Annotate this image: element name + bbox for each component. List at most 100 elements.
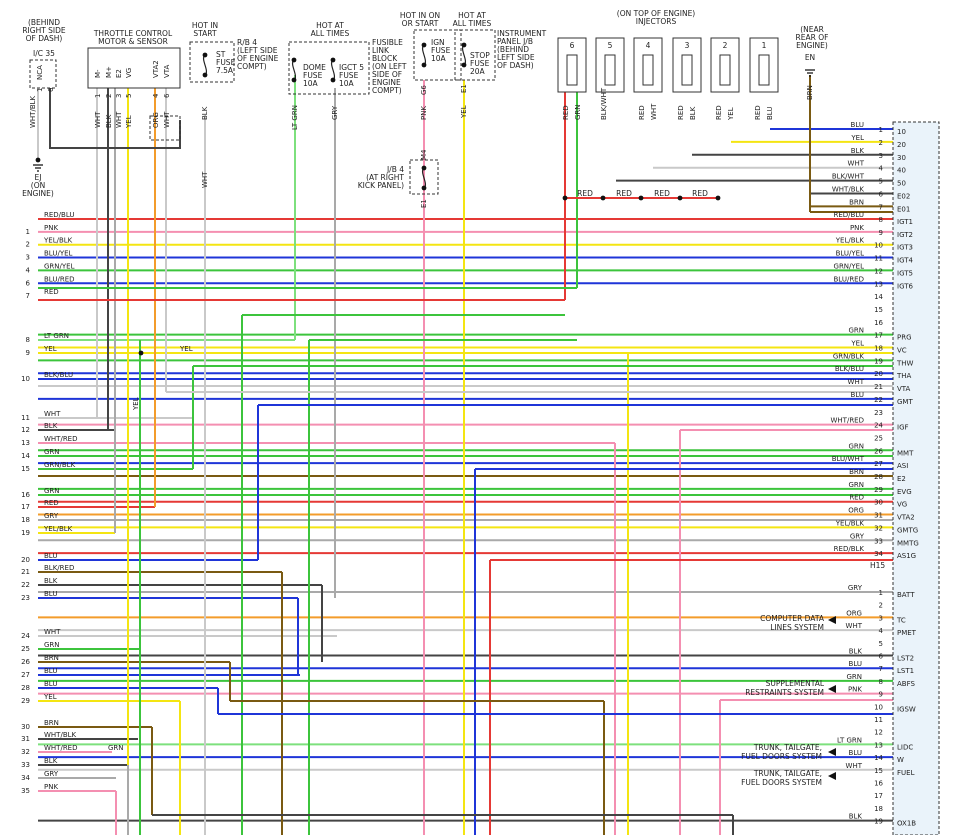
- throttle-shield: [149, 115, 181, 141]
- wire-color: GRY: [848, 584, 863, 592]
- splice-dot: [715, 195, 721, 201]
- pcm-pin-number: 20: [874, 370, 883, 378]
- injector-1: [749, 37, 779, 93]
- power-note: HOT IN: [192, 21, 218, 30]
- pcm-terminal: E01: [897, 205, 910, 213]
- fuse-label: FUSE: [431, 46, 451, 55]
- pin-number: 4: [152, 93, 160, 98]
- pin-name: M-: [94, 69, 102, 78]
- pcm-terminal: VC: [897, 347, 907, 355]
- pcm-terminal: VTA: [897, 385, 911, 393]
- injector-wire-color: RED: [562, 105, 570, 120]
- wire-color: WHT/BLK: [832, 186, 865, 194]
- location-note: (ON: [31, 181, 45, 190]
- wire-color: WHT/BLK: [29, 95, 37, 128]
- wire-color: BLK: [105, 114, 113, 128]
- connector-id: EN: [805, 53, 815, 62]
- pcm-pin-number: 17: [874, 332, 883, 340]
- wire-color: BLU: [849, 660, 862, 668]
- wire-color: WHT: [848, 378, 865, 386]
- wire-color: GRY: [850, 532, 865, 540]
- pcm-pin-number: 8: [879, 678, 883, 686]
- ground-icon: [33, 164, 43, 172]
- location-note: SIDE OF: [372, 70, 402, 79]
- ign-fuse: [421, 44, 427, 66]
- location-note: J/B 4: [386, 165, 404, 174]
- injector-wire-color: BLU: [766, 107, 774, 120]
- pcm-pin-number: 25: [874, 434, 883, 442]
- pcm-pin-number: 10: [874, 242, 883, 250]
- splice-dot: [562, 195, 568, 201]
- wire-color: BLK: [201, 106, 209, 120]
- wire-color: YEL/BLK: [835, 519, 865, 527]
- system-reference: FUEL DOORS SYSTEM: [741, 752, 822, 761]
- injector-wire-color: BLK/WHT: [600, 87, 608, 120]
- wire-color: BLU: [851, 391, 864, 399]
- pcm-pin-number: 22: [874, 396, 883, 404]
- fuse-label: STOP: [470, 51, 490, 60]
- left-pin-number: 17: [21, 503, 30, 511]
- left-pin-number: 30: [21, 723, 30, 731]
- pcm-pin-number: 1: [879, 126, 883, 134]
- pcm-pin-number: 19: [874, 357, 883, 365]
- stop-fuse-terminal: [461, 62, 467, 68]
- location-note: EJ: [35, 173, 42, 182]
- splice-dot: [600, 195, 606, 201]
- location-note: OF ENGINE: [237, 54, 279, 63]
- injector-wire-color: RED: [754, 105, 762, 120]
- left-pin-number: 19: [21, 529, 30, 537]
- location-note: FUSIBLE: [372, 38, 403, 47]
- pcm-terminal: IGF: [897, 424, 909, 432]
- pcm-terminal: MMTG: [897, 539, 919, 547]
- wire-color: WHT: [846, 762, 863, 770]
- left-pin-number: 10: [21, 375, 30, 383]
- location-note: LEFT SIDE: [497, 53, 535, 62]
- component-layer: [29, 29, 940, 835]
- pcm-terminal: VG: [897, 501, 907, 509]
- left-pin-number: 9: [26, 349, 30, 357]
- wire-color: BLU/RED: [833, 275, 864, 283]
- pcm-pin-number: 15: [874, 306, 883, 314]
- pcm-pin-number: 33: [874, 537, 883, 545]
- ign-fuse-terminal: [421, 62, 427, 68]
- pcm-pin-number: 27: [874, 460, 883, 468]
- injector-coil-icon: [719, 54, 731, 86]
- pcm-pin-number: 6: [879, 653, 884, 661]
- left-pin-number: 20: [21, 556, 30, 564]
- fusible-link-box: [288, 41, 370, 95]
- pcm-terminal: IGSW: [897, 705, 916, 713]
- splice-dot: [638, 195, 644, 201]
- system-reference: TRUNK, TAILGATE,: [753, 743, 822, 752]
- pcm-pin-number: 16: [874, 319, 883, 327]
- arrow-icon: [828, 748, 836, 756]
- wire-color: ORG: [152, 112, 160, 128]
- wire-color: GRN: [44, 641, 60, 649]
- pcm-pin-number: 11: [874, 255, 883, 263]
- location-note: COMPT): [237, 62, 267, 71]
- ign-fuse-terminal: [421, 42, 427, 48]
- pcm-pin-number: 29: [874, 486, 883, 494]
- wire-color: RED: [692, 189, 708, 198]
- fuse-label: IGCT 5: [339, 63, 364, 72]
- pcm-terminal: THA: [896, 372, 912, 380]
- wire-color: WHT: [846, 622, 863, 630]
- pcm-terminal: LST1: [897, 667, 914, 675]
- pin-name: NCA: [36, 65, 44, 80]
- dome-fuse-terminal: [291, 77, 297, 83]
- component-title: THROTTLE CONTROL: [93, 29, 173, 38]
- wire-color: BLU: [44, 552, 57, 560]
- wire-color: GRN: [44, 448, 60, 456]
- wire-color: RED: [44, 288, 59, 296]
- wire-color: BRN: [806, 85, 814, 100]
- wire-color: RED: [44, 499, 59, 507]
- pcm-terminal: PMET: [897, 629, 917, 637]
- location-note: REAR OF: [796, 33, 829, 42]
- pcm-terminal: IGT1: [897, 218, 913, 226]
- wire-color: BRN: [44, 719, 59, 727]
- wire-color: WHT/RED: [831, 417, 865, 425]
- pcm-pin-number: 9: [879, 691, 883, 699]
- left-pin-number: 14: [21, 452, 30, 460]
- pin-name: E2: [115, 69, 123, 78]
- pcm-terminal: VTA2: [897, 514, 915, 522]
- pcm-pin-number: 12: [874, 729, 883, 737]
